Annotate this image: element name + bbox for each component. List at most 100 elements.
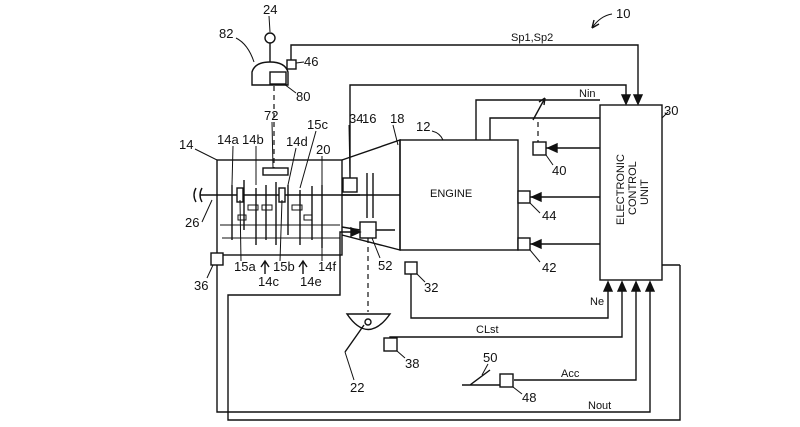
label-15a: 15a [234, 259, 256, 274]
signal-34-line [349, 84, 627, 178]
signal-34-arrow [620, 94, 632, 106]
sensor-46 [286, 59, 297, 70]
leader-24 [268, 15, 271, 33]
label-18: 18 [390, 111, 404, 126]
leader-22 [344, 351, 355, 381]
leader-26 [201, 199, 213, 223]
label-46: 46 [304, 54, 318, 69]
signal-44-arrow [530, 191, 542, 203]
signal-nout-arrow [644, 280, 656, 292]
signal-nin-label: Nin [579, 88, 596, 100]
label-14e: 14e [300, 274, 322, 289]
label-22: 22 [350, 380, 364, 395]
arrowhead-10 [591, 19, 600, 29]
sensor-32 [404, 261, 418, 275]
clutch-master-cylinder [345, 313, 392, 331]
ecu-label-line3: UNIT [639, 179, 651, 205]
sensor-40 [532, 141, 547, 156]
label-16: 16 [362, 111, 376, 126]
leader-34 [348, 124, 351, 179]
label-14a: 14a [217, 132, 239, 147]
leader-32 [416, 273, 426, 283]
actuator-52 [359, 221, 377, 239]
label-80: 80 [296, 89, 310, 104]
sensor-38 [383, 337, 398, 352]
leader-15b [279, 199, 283, 262]
signal-out-52-arrow [350, 226, 362, 238]
ecu-label-line1: ELECTRONIC [615, 154, 627, 225]
signal-ne-line [410, 274, 609, 319]
leader-48 [512, 386, 523, 395]
accelerator-pedal [462, 369, 500, 386]
leader-12 [431, 130, 444, 141]
label-44: 44 [542, 208, 556, 223]
intake-pipe-outer [475, 99, 600, 140]
signal-42-arrow [530, 238, 542, 250]
sensor-34 [342, 177, 358, 193]
label-36: 36 [194, 278, 208, 293]
leader-14a [231, 145, 234, 186]
transmission-housing [216, 159, 343, 256]
leader-14 [194, 148, 218, 161]
label-14: 14 [179, 137, 193, 152]
clutch-pivot [364, 318, 372, 326]
signal-acc-arrow [630, 280, 642, 292]
leader-82 [235, 37, 255, 63]
leader-10 [591, 13, 613, 29]
label-14c: 14c [258, 274, 279, 289]
label-24: 24 [263, 2, 277, 17]
leader-52 [371, 237, 381, 259]
signal-clst-label: CLst [476, 324, 499, 336]
leader-38 [396, 350, 406, 359]
label-15c: 15c [307, 117, 328, 132]
shaft-break-marks [193, 187, 203, 203]
signal-ne-arrow [602, 280, 614, 292]
ecu-box [599, 104, 663, 281]
leader-14d [287, 147, 297, 186]
leader-44 [529, 202, 541, 214]
label-20: 20 [316, 142, 330, 157]
throttle-symbol [532, 97, 546, 121]
sensor-44 [517, 190, 531, 204]
signal-sp-arrow [632, 94, 644, 106]
label-10: 10 [616, 6, 630, 21]
leader-42 [529, 249, 541, 263]
label-50: 50 [483, 350, 497, 365]
sensor-48 [499, 373, 514, 388]
signal-40-arrow [546, 142, 558, 154]
signal-sp-line [290, 44, 639, 100]
signal-clst-arrow [616, 280, 628, 292]
gear-set [231, 180, 323, 248]
leader-46 [295, 61, 305, 64]
signal-acc-line [514, 286, 637, 381]
leader-30 [661, 111, 669, 119]
label-12: 12 [416, 119, 430, 134]
actuator-72 [262, 167, 289, 176]
clutch-pedal-arm [344, 324, 365, 353]
ecu-label-line2: CONTROL [627, 161, 639, 215]
label-34: 34 [349, 111, 363, 126]
label-26: 26 [185, 215, 199, 230]
signal-acc-label: Acc [561, 368, 580, 380]
label-72: 72 [264, 108, 278, 123]
signal-sp-label: Sp1,Sp2 [511, 32, 553, 44]
label-82: 82 [219, 26, 233, 41]
sensor-36 [210, 252, 224, 266]
label-42: 42 [542, 260, 556, 275]
shift-boot [251, 61, 289, 86]
sensor-42 [517, 237, 531, 251]
shift-knob [264, 32, 276, 44]
arrow-14e [298, 259, 308, 274]
label-30: 30 [664, 103, 678, 118]
leader-15c [299, 130, 317, 189]
label-14b: 14b [242, 132, 264, 147]
signal-out-52-line [227, 231, 681, 421]
label-14d: 14d [286, 134, 308, 149]
leader-80 [283, 83, 297, 94]
ecu-label: ELECTRONIC CONTROL UNIT [615, 154, 651, 225]
leader-15a [239, 199, 242, 262]
label-40: 40 [552, 163, 566, 178]
engine-label: ENGINE [430, 188, 472, 200]
sensor-80 [269, 71, 287, 85]
